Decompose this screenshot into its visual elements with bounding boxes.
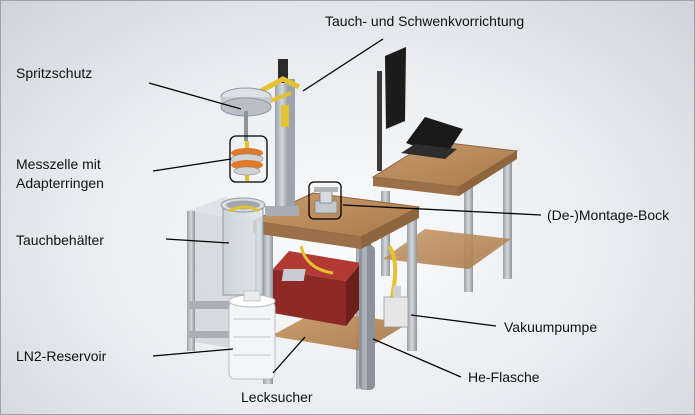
leader-he-flasche: [372, 338, 462, 378]
leader-tauch-schwenk: [302, 38, 384, 92]
immersion-swivel-device: [244, 59, 301, 216]
measurement-cell: [230, 141, 264, 181]
leader-montage-bock: [342, 204, 542, 216]
leader-spritzschutz: [148, 82, 242, 110]
leader-lines: [148, 38, 542, 378]
vacuum-pump: [383, 286, 409, 328]
label-messzelle-line2: Adapterringen: [16, 175, 104, 191]
leader-ln2: [152, 348, 234, 357]
label-ln2-reservoir: LN2-Reservoir: [16, 348, 107, 364]
label-he-flasche: He-Flasche: [468, 369, 540, 385]
label-lecksucher: Lecksucher: [241, 389, 313, 405]
ln2-reservoir: [228, 290, 276, 380]
label-vakuumpumpe: Vakuumpumpe: [504, 319, 598, 335]
leak-detector: [273, 251, 361, 326]
label-montage-bock: (De-)Montage-Bock: [547, 207, 670, 223]
label-tauchbehaelter: Tauchbehälter: [16, 232, 104, 248]
he-bottle: [359, 234, 375, 390]
leader-tauchbehaelter: [165, 238, 230, 244]
label-spritzschutz: Spritzschutz: [16, 65, 93, 81]
monitor-icon: [385, 47, 406, 129]
montage-bock-callout-box: [308, 181, 342, 220]
leader-vakuumpumpe: [410, 314, 497, 327]
mounting-block: [314, 187, 338, 214]
label-messzelle-line1: Messzelle mit: [16, 156, 101, 172]
splash-guard: [220, 87, 272, 141]
front-table: [251, 187, 421, 390]
label-tauch-schwenk: Tauch- und Schwenkvorrichtung: [325, 13, 525, 29]
leader-messzelle: [152, 158, 232, 172]
leader-lecksucher: [272, 336, 306, 374]
